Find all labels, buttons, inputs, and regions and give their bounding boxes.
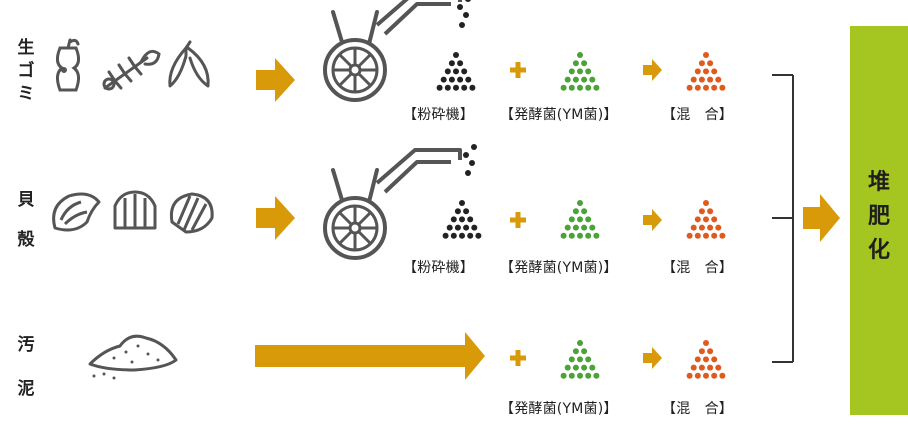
input-arrow-row2 — [256, 196, 295, 240]
pyramid-groups — [436, 0, 726, 379]
row2-label-char-1: 貝 — [17, 190, 35, 210]
mixed-pile-row3 — [686, 340, 726, 379]
shredded-pile-row1 — [436, 0, 476, 91]
grinder-icon-row2 — [323, 148, 462, 260]
banana-peel-icon — [168, 40, 210, 88]
bacteria-pile-row3 — [560, 340, 600, 379]
mixed-pile-row1 — [686, 52, 726, 91]
result-char-1: 堆 — [867, 170, 890, 195]
plus-icon-row2 — [510, 212, 526, 228]
mixed-pile-row2 — [686, 200, 726, 239]
fish-bone-icon — [102, 49, 161, 91]
compost-result-box: 堆 肥 化 — [850, 26, 908, 415]
row1-label: 生 ゴ ミ — [15, 37, 37, 106]
plus-icon-row1 — [510, 62, 526, 78]
scallop-shell-icon — [113, 190, 157, 230]
result-char-3: 化 — [867, 238, 890, 264]
clam-shell-icon — [169, 192, 214, 234]
compost-result-text: 堆 肥 化 — [850, 166, 908, 268]
row3-label: 汚 泥 — [15, 323, 37, 411]
apple-core-icon — [55, 38, 81, 92]
small-arrow-row3 — [643, 347, 662, 369]
long-arrow-row3 — [255, 332, 485, 380]
caption-row3-mix: 【混 合】 — [662, 401, 733, 417]
caption-row2-bacteria: 【発酵菌(YM菌)】 — [500, 260, 618, 276]
result-char-2: 肥 — [867, 204, 890, 230]
merge-bracket — [772, 74, 794, 363]
row1-label-char-3: ミ — [17, 84, 35, 104]
plus-icon-row3 — [510, 350, 526, 366]
row2-label: 貝 殻 — [15, 180, 37, 260]
merge-arrow — [803, 194, 840, 242]
bacteria-pile-row1 — [560, 52, 600, 91]
small-arrow-row1 — [643, 59, 662, 81]
row2-label-char-2: 殻 — [17, 230, 35, 250]
row3-label-char-2: 泥 — [17, 379, 35, 399]
row1-label-char-2: ゴ — [17, 61, 35, 81]
caption-row2-grinder: 【粉砕機】 — [403, 260, 474, 276]
shredded-pile-row2 — [442, 144, 482, 239]
caption-row2-mix: 【混 合】 — [662, 260, 733, 276]
caption-row3-bacteria: 【発酵菌(YM菌)】 — [500, 401, 618, 417]
caption-row1-bacteria: 【発酵菌(YM菌)】 — [500, 107, 618, 123]
oyster-shell-icon — [52, 192, 101, 232]
caption-row1-grinder: 【粉砕機】 — [403, 107, 474, 123]
bacteria-pile-row2 — [560, 200, 600, 239]
caption-row1-mix: 【混 合】 — [662, 107, 733, 123]
sludge-pile-icon — [88, 334, 178, 380]
row1-label-char-1: 生 — [17, 38, 35, 58]
input-arrow-row1 — [256, 58, 295, 102]
small-arrow-row2 — [643, 209, 662, 231]
row3-label-char-1: 汚 — [17, 335, 35, 355]
